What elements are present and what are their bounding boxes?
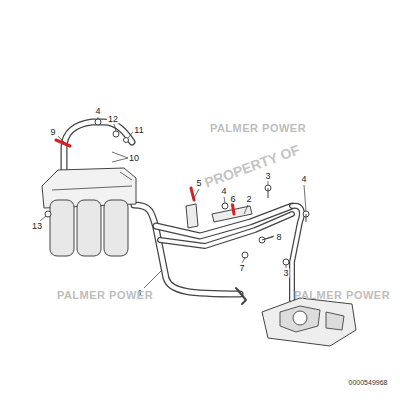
callout-number: 5 bbox=[195, 179, 202, 188]
leader-line bbox=[224, 197, 225, 203]
callout-number: 4 bbox=[300, 175, 307, 184]
leader-line bbox=[265, 237, 273, 239]
leader-line bbox=[144, 270, 162, 288]
watermark: PROPERTY OF bbox=[203, 142, 302, 189]
leader-line bbox=[304, 185, 306, 211]
leader-line bbox=[242, 258, 245, 263]
callout-number: 3 bbox=[264, 172, 271, 181]
image-id: 0000549968 bbox=[349, 379, 388, 386]
filter-canister bbox=[77, 200, 101, 256]
fitting-detail bbox=[280, 306, 344, 332]
bolt bbox=[222, 203, 228, 209]
watermark: PALMER POWER bbox=[57, 290, 153, 301]
leader-line bbox=[194, 189, 199, 198]
marker bbox=[232, 202, 234, 214]
filter-canister bbox=[104, 200, 128, 256]
bolt-shank bbox=[262, 188, 306, 240]
bolt bbox=[124, 138, 129, 143]
callout-number: 3 bbox=[282, 269, 289, 278]
callout-number: 12 bbox=[107, 115, 119, 124]
engine-fitting bbox=[262, 298, 356, 346]
callout-number: 4 bbox=[94, 107, 101, 116]
bolt bbox=[113, 131, 119, 137]
leader-line bbox=[58, 136, 64, 142]
bracket bbox=[186, 204, 198, 228]
watermark: PALMER POWER bbox=[210, 123, 306, 134]
pipe-end bbox=[236, 288, 246, 304]
leader-line bbox=[114, 124, 116, 131]
callout-number: 6 bbox=[229, 195, 236, 204]
callout-number: 13 bbox=[31, 222, 43, 231]
filter-detail bbox=[52, 172, 132, 190]
fitting-port bbox=[293, 311, 307, 325]
callout-number: 11 bbox=[133, 126, 144, 135]
watermark: PALMER POWER bbox=[294, 290, 390, 301]
leader-line bbox=[268, 181, 269, 185]
callout-number: 2 bbox=[245, 195, 252, 204]
callout-number: 7 bbox=[238, 264, 245, 273]
callout-number: 4 bbox=[220, 187, 227, 196]
leader-line bbox=[40, 216, 46, 221]
bolt bbox=[242, 252, 248, 258]
callout-number: 8 bbox=[275, 233, 282, 242]
bolt bbox=[283, 259, 289, 265]
leader-line bbox=[98, 117, 99, 119]
leader-line bbox=[128, 132, 133, 138]
tube-fill bbox=[64, 122, 132, 172]
leader-line bbox=[244, 205, 248, 214]
filter-canister bbox=[50, 200, 74, 256]
marker bbox=[191, 188, 194, 200]
bolt bbox=[95, 119, 101, 125]
callout-number: 10 bbox=[128, 154, 140, 163]
tube-outline bbox=[64, 122, 132, 172]
pipe-fill bbox=[292, 206, 302, 300]
leader-line bbox=[112, 152, 128, 162]
pipe-outline bbox=[292, 206, 302, 300]
callout-number: 9 bbox=[49, 128, 56, 137]
